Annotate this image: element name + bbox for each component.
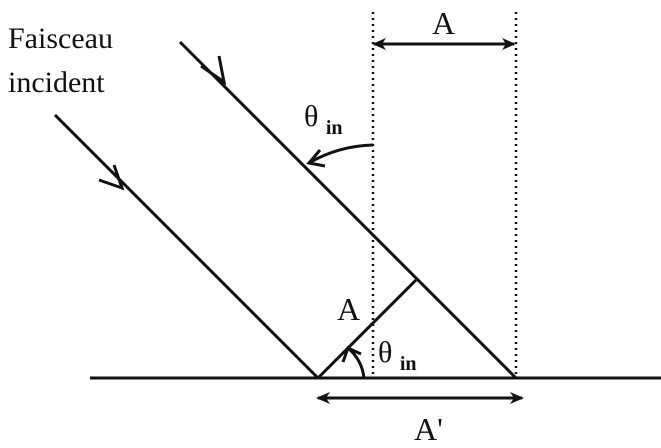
- incident-ray-right: [178, 40, 518, 380]
- angle-arc-upper: [308, 143, 374, 165]
- beam-width-label: A: [337, 291, 360, 327]
- theta-lower-subscript: in: [400, 353, 417, 375]
- caption-line-1: Faisceau: [8, 22, 113, 55]
- angle-arc-upper-arrow-icon: [306, 149, 326, 168]
- caption-line-2: incident: [8, 66, 105, 99]
- angle-arc-lower-arrow-icon: [341, 345, 362, 363]
- top-width-label: A: [432, 5, 455, 41]
- theta-lower-label: θ in: [378, 336, 417, 375]
- theta-upper-subscript: in: [326, 117, 343, 139]
- theta-upper-label: θ in: [304, 100, 343, 139]
- theta-lower-symbol: θ: [378, 336, 392, 369]
- incident-ray-left: [53, 113, 320, 380]
- beam-width-segment: [316, 278, 418, 380]
- base-width-label: A': [414, 411, 443, 447]
- direction-arrow-left-icon: [98, 164, 125, 191]
- theta-upper-symbol: θ: [304, 100, 318, 133]
- direction-arrow-right-icon: [200, 55, 227, 86]
